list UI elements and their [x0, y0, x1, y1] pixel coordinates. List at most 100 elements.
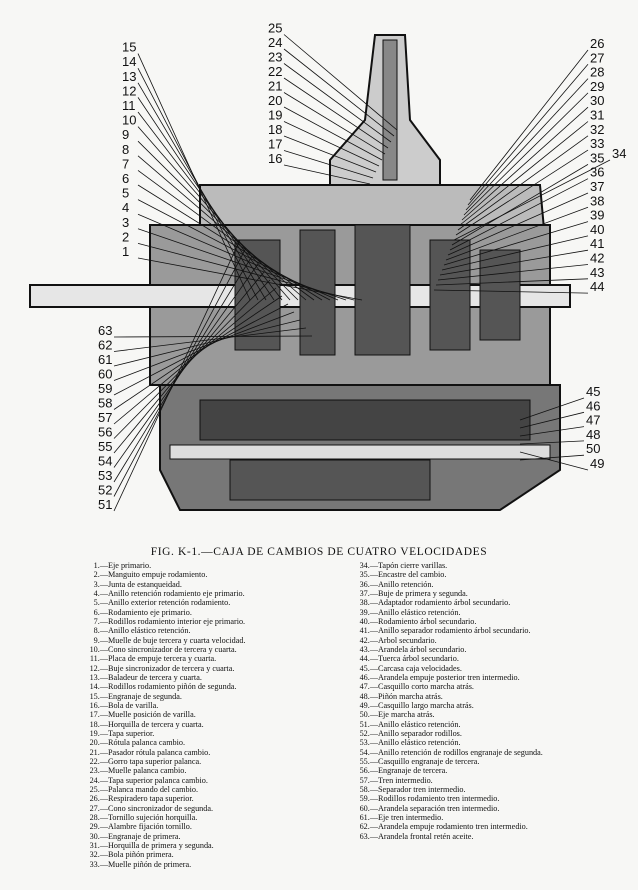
callout-58: 58: [98, 396, 112, 411]
legend-item: 10.—Cono sincronizador de tercera y cuar…: [82, 645, 352, 654]
leader-line-5: [137, 199, 331, 301]
callout-42: 42: [590, 251, 604, 266]
callout-47: 47: [586, 413, 600, 428]
legend-item: 51.—Anillo elástico retención.: [352, 720, 610, 729]
leader-line-8: [137, 155, 307, 301]
legend-text: Cono sincronizador de tercera y cuarta.: [108, 644, 237, 654]
legend-item: 34.—Tapón cierre varillas.: [352, 561, 610, 570]
legend-item: 45.—Carcasa caja velocidades.: [352, 664, 610, 673]
legend-number: 51.—: [359, 719, 378, 729]
legend-text: Arandela árbol secundario.: [378, 644, 467, 654]
callout-62: 62: [98, 338, 112, 353]
legend-text: Tapón cierre varillas.: [378, 561, 448, 570]
legend-item: 58.—Separador tren intermedio.: [352, 785, 610, 794]
leader-line-11: [137, 111, 283, 301]
leader-line-40: [441, 235, 589, 271]
callout-26: 26: [590, 36, 604, 51]
legend-item: 14.—Rodillos rodamiento piñón de segunda…: [82, 682, 352, 691]
leader-line-9: [137, 140, 299, 301]
legend-number: 36.—: [359, 579, 378, 589]
legend-text: Junta de estanqueidad.: [108, 579, 182, 589]
legend-item: 40.—Rodamiento árbol secundario.: [352, 617, 610, 626]
legend-item: 4.—Anillo retención rodamiento eje prima…: [82, 589, 352, 598]
callout-63: 63: [98, 323, 112, 338]
legend-item: 28.—Tornillo sujeción horquilla.: [82, 813, 352, 822]
leader-line-59: [113, 303, 289, 396]
legend-item: 55.—Casquillo engranaje de tercera.: [352, 757, 610, 766]
legend-number: 12.—: [89, 663, 108, 673]
leader-line-61: [113, 319, 301, 367]
legend-text: Casquillo largo marcha atrás.: [378, 700, 474, 710]
figure-caption: FIG. K-1.—CAJA DE CAMBIOS DE CUATRO VELO…: [150, 546, 488, 558]
legend-number: 33.—: [89, 859, 108, 869]
legend-number: 41.—: [359, 626, 378, 636]
leader-line-17: [283, 150, 374, 179]
legend-item: 22.—Gorro tapa superior palanca.: [82, 757, 352, 766]
legend-text: Eje marcha atrás.: [378, 710, 435, 720]
legend-number: 23.—: [89, 766, 108, 776]
legend-item: 1.—Eje primario.: [82, 561, 352, 570]
leader-line-27: [467, 64, 589, 206]
callout-23: 23: [268, 50, 282, 65]
callout-2: 2: [122, 229, 129, 244]
legend-item: 53.—Anillo elástico retención.: [352, 738, 610, 747]
callout-9: 9: [122, 127, 129, 142]
callout-numbers: 1234567891011121314151617181920212223242…: [98, 21, 626, 513]
legend-text: Gorro tapa superior palanca.: [108, 756, 202, 766]
callout-10: 10: [122, 113, 136, 128]
legend-text: Tapa superior.: [108, 728, 155, 738]
legend-number: 31.—: [89, 840, 108, 850]
legend-text: Tuerca árbol secundario.: [378, 654, 459, 664]
legend-number: 16.—: [89, 700, 108, 710]
callout-44: 44: [590, 279, 604, 294]
callout-56: 56: [98, 425, 112, 440]
callout-49: 49: [590, 456, 604, 471]
leader-line-34: [453, 159, 611, 241]
legend-text: Adaptador rodamiento árbol secundario.: [378, 598, 511, 608]
leader-line-26: [469, 49, 589, 201]
legend-item: 5.—Anillo exterior retención rodamiento.: [82, 598, 352, 607]
callout-30: 30: [590, 93, 604, 108]
legend-text: Rodillos rodamiento piñón de segunda.: [108, 682, 237, 692]
legend-item: 42.—Arbol secundario.: [352, 636, 610, 645]
legend-text: Placa de empuje tercera y cuarta.: [108, 654, 217, 664]
legend-number: 58.—: [359, 784, 378, 794]
legend-number: 24.—: [89, 775, 108, 785]
legend-number: 52.—: [359, 728, 378, 738]
legend-text: Anillo retención rodamiento eje primario…: [108, 588, 245, 598]
legend-number: 49.—: [359, 700, 378, 710]
leader-line-42: [437, 264, 589, 281]
legend-item: 16.—Bola de varilla.: [82, 701, 352, 710]
leader-line-23: [283, 63, 392, 143]
legend-number: 38.—: [359, 598, 378, 608]
gearbox-cutaway-drawing: 1234567891011121314151617181920212223242…: [29, 21, 626, 513]
legend-item: 8.—Anillo elástico retención.: [82, 626, 352, 635]
legend-item: 47.—Casquillo corto marcha atrás.: [352, 682, 610, 691]
legend-number: 27.—: [89, 803, 108, 813]
legend-number: 11.—: [89, 654, 108, 664]
legend-text: Casquillo engranaje de tercera.: [378, 756, 480, 766]
legend-number: 25.—: [89, 784, 108, 794]
legend-text: Rodamiento eje primario.: [108, 607, 192, 617]
leader-line-32: [457, 135, 589, 231]
legend-number: 7.—: [93, 616, 108, 626]
leader-line-31: [459, 121, 589, 226]
legend-item: 54.—Anillo retención de rodillos engrana…: [352, 748, 610, 757]
callout-34: 34: [612, 146, 626, 161]
legend-text: Arandela frontal retén aceite.: [378, 831, 474, 841]
legend-item: 32.—Bola piñón primera.: [82, 850, 352, 859]
callout-45: 45: [586, 384, 600, 399]
legend-item: 46.—Arandela empuje posterior tren inter…: [352, 673, 610, 682]
callout-22: 22: [268, 64, 282, 79]
legend-text: Tornillo sujeción horquilla.: [108, 812, 198, 822]
callout-51: 51: [98, 497, 112, 512]
legend-text: Anillo elástico retención.: [378, 738, 461, 748]
callout-31: 31: [590, 108, 604, 123]
legend-item: 15.—Engranaje de segunda.: [82, 692, 352, 701]
leader-line-43: [435, 278, 589, 286]
legend-item: 33.—Muelle piñón de primera.: [82, 860, 352, 869]
legend-text: Cono sincronizador de segunda.: [108, 803, 214, 813]
leader-lines: [113, 34, 611, 512]
leader-line-36: [449, 178, 589, 251]
leader-line-30: [461, 106, 589, 221]
